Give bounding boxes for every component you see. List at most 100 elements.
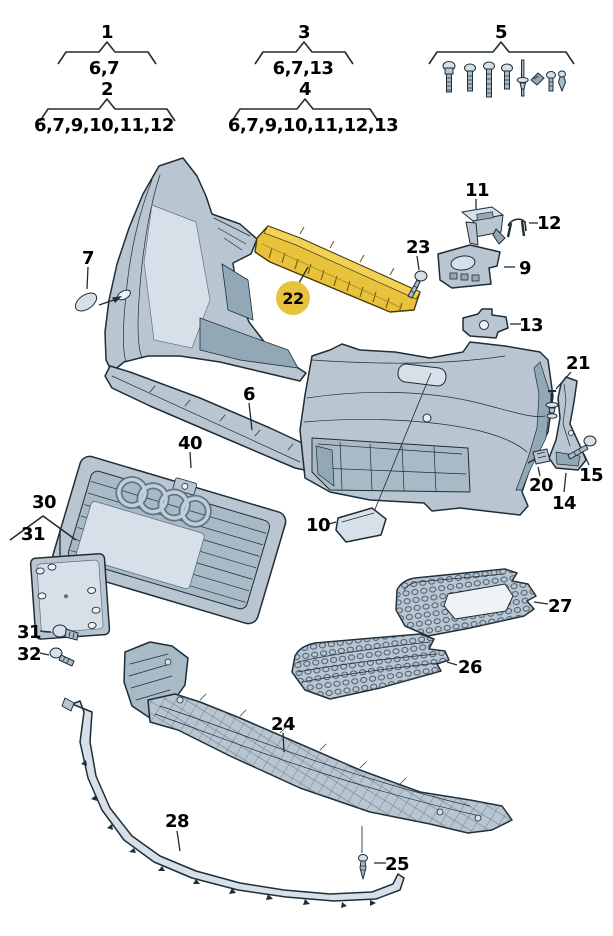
leader-10	[328, 521, 337, 525]
callout-22-highlight: 22	[276, 281, 310, 315]
callout-30: 30	[32, 492, 56, 513]
leader-23	[416, 255, 420, 271]
leader-40	[189, 451, 192, 469]
part-license-plate-bracket-30	[29, 553, 111, 640]
part-closed-grille-26	[291, 633, 450, 700]
legend-group-4-bracket	[231, 98, 379, 122]
legend-group-3-number: 3	[298, 22, 310, 43]
expander-rivet-icon	[557, 70, 567, 93]
highlight-circle	[276, 281, 310, 315]
audi-rings-icon	[115, 476, 212, 528]
legend-group-1-items: 6,7	[89, 58, 119, 79]
callout-25: 25	[385, 854, 409, 875]
leader-28	[176, 830, 181, 852]
legend-group-2-bracket	[39, 98, 176, 122]
part-bumper-side-section	[104, 157, 321, 473]
leader-32	[39, 652, 50, 656]
legend-group-2-items: 6,7,9,10,11,12	[34, 115, 174, 136]
legend-group-4-number: 4	[299, 79, 311, 100]
screw-icon	[464, 63, 476, 92]
leader-31	[39, 630, 52, 633]
long-screw-icon	[483, 61, 495, 98]
part-bracket-13	[462, 308, 509, 339]
fastener-icons	[442, 59, 567, 98]
screw-icon-2	[501, 63, 513, 90]
callout-27: 27	[548, 596, 572, 617]
callout-23: 23	[406, 237, 430, 258]
part-lower-spoiler-24	[123, 641, 513, 834]
legend-group-1-number: 1	[101, 22, 113, 43]
callout-10: 10	[306, 515, 330, 536]
part-tow-hook-cover-10	[335, 507, 387, 543]
leader-15	[583, 453, 590, 466]
part-washer-cover-cap-7	[74, 292, 122, 312]
bracket-30-31	[9, 515, 77, 541]
part-bolt-31	[52, 624, 79, 641]
arrow-icon	[112, 296, 122, 303]
leader-7	[86, 266, 89, 290]
leader-27	[533, 601, 549, 605]
bolt-icon	[442, 61, 456, 93]
callout-21: 21	[566, 353, 590, 374]
callout-12: 12	[537, 213, 561, 234]
callout-13: 13	[519, 315, 543, 336]
washer-cover-opening	[397, 363, 447, 387]
callout-20: 20	[529, 475, 553, 496]
part-screw-25	[358, 826, 368, 880]
callout-31: 31	[17, 622, 41, 643]
part-front-lip-strip-28	[61, 697, 405, 908]
part-screw-32	[49, 647, 75, 667]
part-front-bumper-cover	[299, 341, 554, 520]
callout-31-bracket: 31	[21, 524, 45, 545]
callout-14: 14	[552, 493, 576, 514]
part-screw-23	[407, 270, 428, 299]
small-bolt-icon	[546, 71, 556, 92]
part-push-rivet-21	[545, 390, 559, 419]
fog-light-opening	[443, 583, 514, 620]
sensor-hole	[422, 413, 432, 423]
callout-15: 15	[579, 465, 603, 486]
leader-lines	[9, 199, 590, 864]
leader-6	[248, 402, 253, 431]
parts	[29, 157, 597, 908]
legend-group-4-items: 6,7,9,10,11,12,13	[228, 115, 398, 136]
callout-7: 7	[82, 248, 94, 269]
leader-20	[537, 466, 541, 477]
part-bracket-11	[461, 206, 506, 246]
pin-rivet-icon	[516, 59, 529, 97]
callout-28: 28	[165, 811, 189, 832]
part-screw-15	[567, 435, 597, 460]
clip-icon	[530, 72, 545, 86]
part-bracket-9	[437, 244, 501, 289]
legend-group-5-number: 5	[495, 22, 507, 43]
leader-14	[563, 472, 567, 493]
callout-11: 11	[465, 180, 489, 201]
callout-9: 9	[519, 258, 531, 279]
leader-24	[282, 732, 285, 753]
legend: 1 6,7 2 6,7,9,10,11,12 3 6,7,13 4 6,7,9,…	[34, 22, 575, 136]
callout-6: 6	[243, 384, 255, 405]
legend-group-5-bracket	[428, 41, 575, 65]
part-impact-absorber-22-highlighted	[254, 225, 421, 313]
leader-21	[555, 371, 572, 390]
part-fog-grille-27	[395, 568, 537, 637]
legend-group-3-bracket	[254, 41, 354, 65]
legend-group-3-items: 6,7,13	[273, 58, 334, 79]
part-clip-12	[506, 218, 527, 238]
license-plate-area	[76, 501, 205, 590]
legend-group-1-bracket	[57, 41, 157, 65]
part-radiator-grille-40	[51, 455, 287, 625]
callout-22: 22	[282, 289, 303, 308]
callout-labels: 7 11 12 23 9 13 21 6 40 30 31 10 20 14 1…	[17, 180, 604, 875]
legend-group-2-number: 2	[101, 79, 113, 100]
leader-22	[298, 266, 309, 284]
leader-10-long	[370, 372, 432, 520]
part-clip-20	[527, 448, 551, 465]
callout-24: 24	[271, 714, 295, 735]
callout-26: 26	[458, 657, 482, 678]
callout-40: 40	[178, 433, 202, 454]
lip-strip-tabs	[81, 760, 376, 908]
leader-26	[446, 661, 458, 666]
